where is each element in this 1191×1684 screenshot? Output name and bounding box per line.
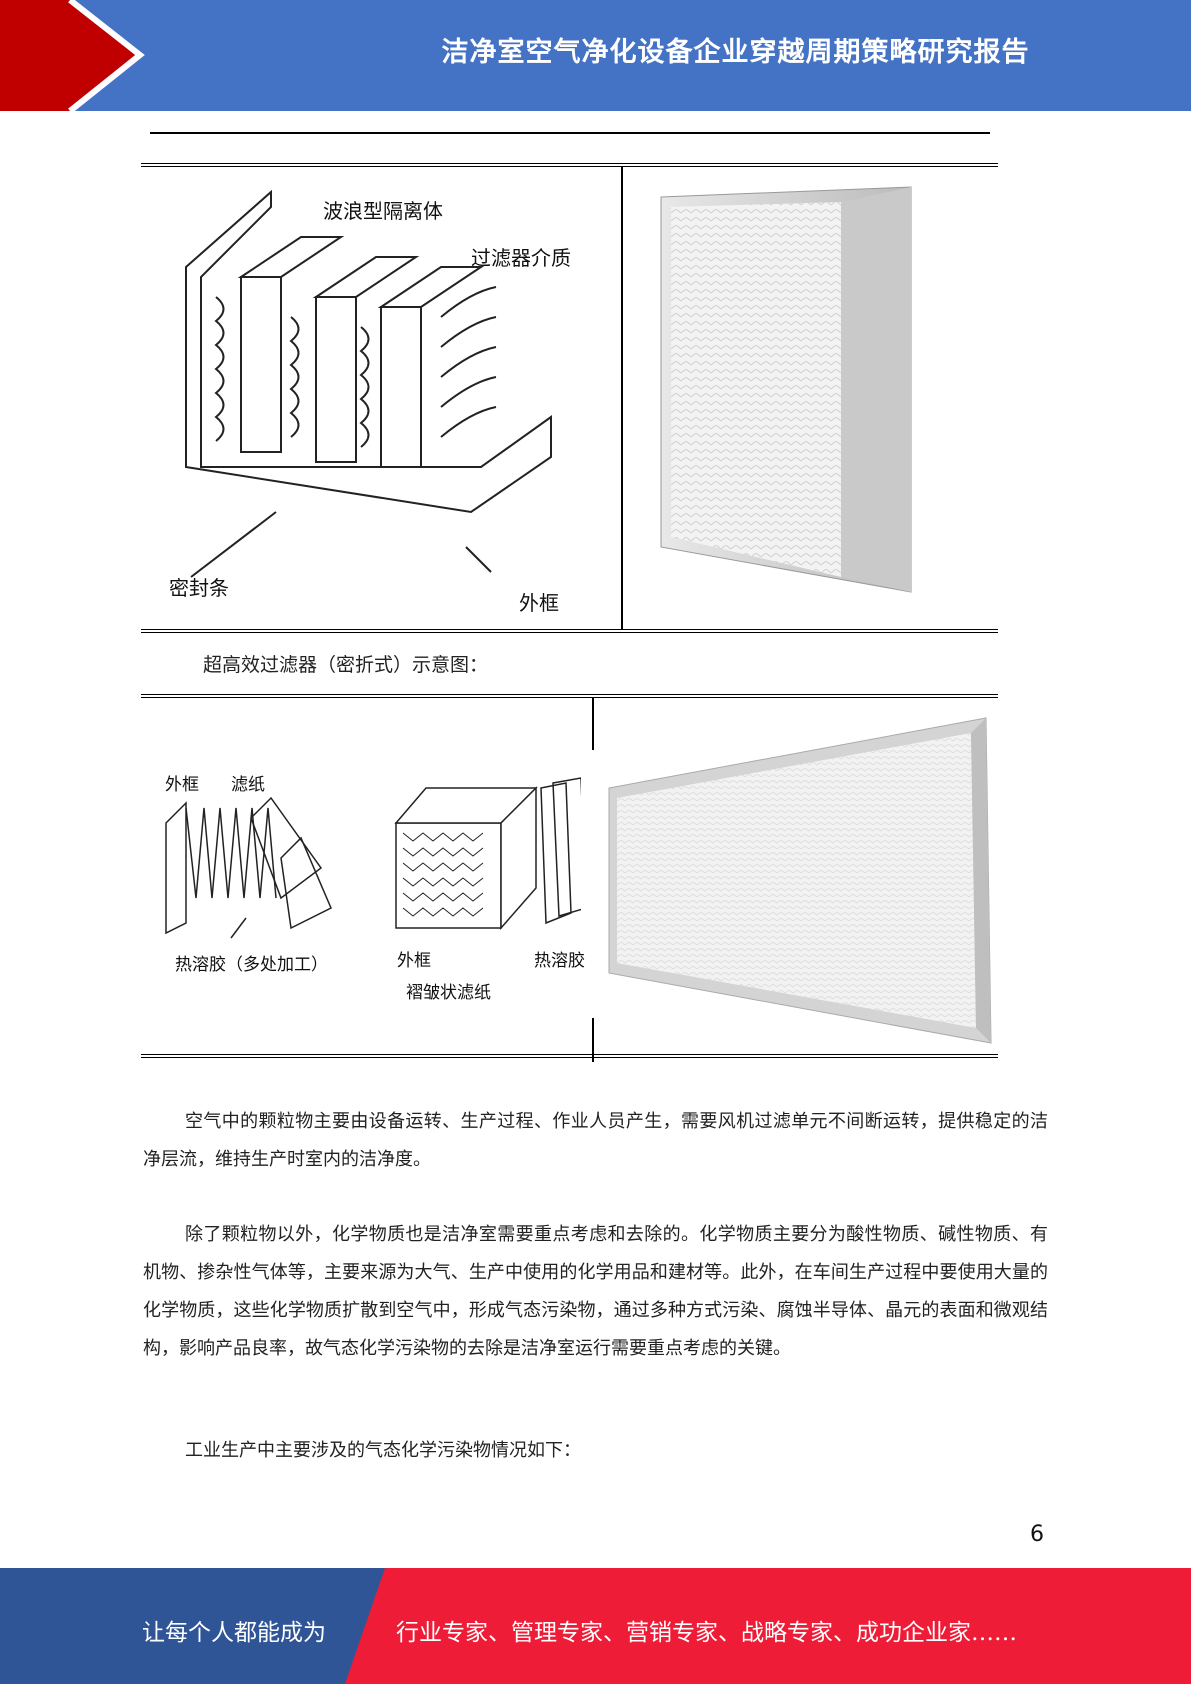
label-filter-media: 过滤器介质 — [471, 246, 571, 270]
label-wave-separator: 波浪型隔离体 — [323, 199, 443, 223]
label-outer-frame-left: 外框 — [165, 775, 199, 795]
label-hot-melt-multi: 热溶胶（多处加工） — [175, 955, 328, 975]
pleated-filter-illustrations — [165, 777, 581, 939]
header-rule — [150, 132, 990, 134]
filter-photo — [660, 186, 912, 593]
footer-slogan-right: 行业专家、管理专家、营销专家、战略专家、成功企业家…… — [396, 1620, 1017, 1646]
figure-divider-bottom — [592, 1018, 594, 1062]
label-seal-strip: 密封条 — [169, 576, 229, 600]
filter-diagram-figure-2: 外框 滤纸 热溶胶（多处加工） 外框 褶皱状滤纸 热溶胶 — [141, 694, 998, 1062]
label-outer-frame: 外框 — [519, 591, 559, 615]
filter-diagram-figure-1: 波浪型隔离体 过滤器介质 密封条 外框 — [141, 163, 998, 633]
paragraph-chemicals: 除了颗粒物以外，化学物质也是洁净室需要重点考虑和去除的。化学物质主要分为酸性物质… — [143, 1224, 1048, 1359]
label-outer-frame-right: 外框 — [397, 951, 431, 971]
footer-slogan-left: 让每个人都能成为 — [142, 1620, 326, 1646]
figure-caption: 超高效过滤器（密折式）示意图： — [203, 654, 489, 676]
figure-divider-top — [592, 698, 594, 750]
page-footer: 让每个人都能成为 行业专家、管理专家、营销专家、战略专家、成功企业家…… — [0, 1568, 1191, 1684]
label-hot-melt: 热溶胶 — [534, 951, 585, 971]
minipleat-filter-photo — [608, 717, 992, 1044]
label-filter-paper: 滤纸 — [231, 775, 265, 795]
figure-divider — [621, 167, 623, 629]
footer-blue-band — [0, 1568, 385, 1684]
page-header: 洁净室空气净化设备企业穿越周期策略研究报告 — [0, 0, 1191, 111]
label-pleated-paper: 褶皱状滤纸 — [406, 983, 491, 1003]
paragraph-particles: 空气中的颗粒物主要由设备运转、生产过程、作业人员产生，需要风机过滤单元不间断运转… — [143, 1111, 1048, 1170]
header-arrow-decoration — [0, 0, 145, 111]
report-title: 洁净室空气净化设备企业穿越周期策略研究报告 — [441, 37, 1030, 68]
page-number: 6 — [1030, 1522, 1044, 1547]
corrugated-filter-illustration — [185, 189, 552, 578]
paragraph-pollutants-intro: 工业生产中主要涉及的气态化学污染物情况如下： — [185, 1440, 581, 1461]
